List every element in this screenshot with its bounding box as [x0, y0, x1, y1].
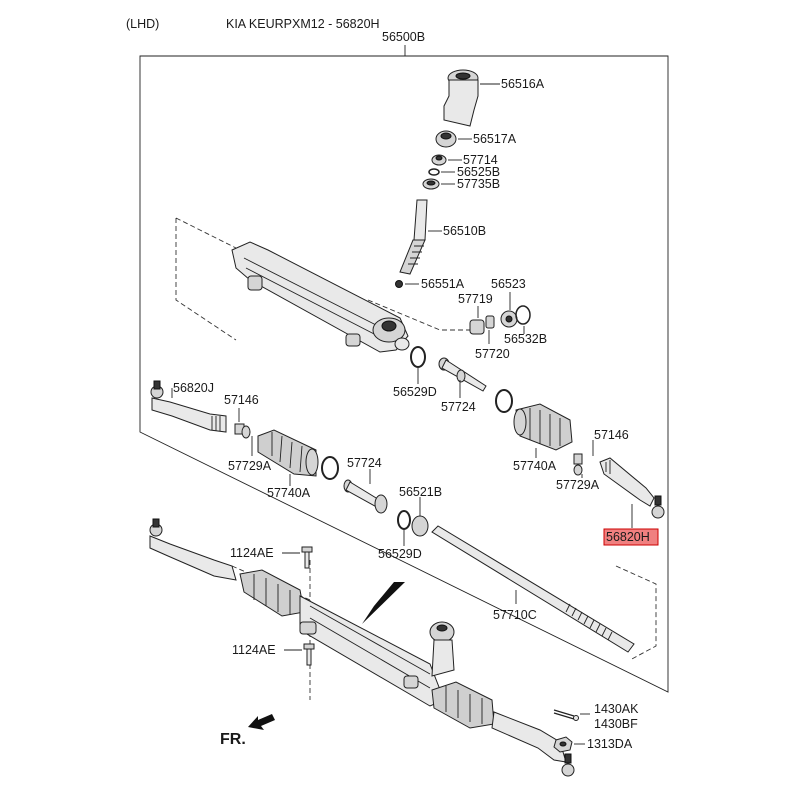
label-57146-left: 57146 [224, 393, 259, 407]
label-1430AK: 1430AK [594, 702, 639, 716]
label-57146-right: 57146 [594, 428, 629, 442]
label-56523: 56523 [491, 277, 526, 291]
label-56820J: 56820J [173, 381, 214, 395]
label-56510B: 56510B [443, 224, 486, 238]
label-57735B: 57735B [457, 177, 500, 191]
part-57714 [431, 154, 447, 166]
label-56820H[interactable]: 56820H [606, 530, 650, 544]
part-57710C [431, 525, 635, 653]
part-56820J [150, 380, 227, 433]
label-57740A-left: 57740A [267, 486, 311, 500]
label-57720: 57720 [475, 347, 510, 361]
label-56529D-lower: 56529D [378, 547, 422, 561]
label-56532B: 56532B [504, 332, 547, 346]
label-56551A: 56551A [421, 277, 465, 291]
part-57724-lower [343, 479, 388, 514]
part-1124AE-lower [303, 643, 315, 666]
part-56510B [399, 199, 428, 275]
front-indicator-label: FR. [220, 731, 246, 748]
label-57740A-right: 57740A [513, 459, 557, 473]
part-57735B [422, 178, 440, 190]
label-1313DA: 1313DA [587, 737, 633, 751]
label-1124AE-upper: 1124AE [230, 546, 274, 560]
label-57710C: 57710C [493, 608, 537, 622]
label-57729A-left: 57729A [228, 459, 272, 473]
part-56521B [411, 515, 429, 537]
part-56525B [428, 168, 440, 176]
label-56529D-upper: 56529D [393, 385, 437, 399]
part-57740A-right [513, 403, 573, 451]
label-56517A: 56517A [473, 132, 517, 146]
label-57729A-right: 57729A [556, 478, 600, 492]
part-57719 [469, 319, 485, 335]
label-56525B: 56525B [457, 165, 500, 179]
clamp-right-upper [495, 389, 513, 413]
label-57719: 57719 [458, 292, 493, 306]
label-56521B: 56521B [399, 485, 442, 499]
part-56517A [435, 130, 457, 148]
diagram-title: KIA KEURPXM12 - 56820H [226, 17, 380, 31]
part-1124AE-upper [301, 546, 313, 569]
label-1430BF: 1430BF [594, 717, 638, 731]
assembled-steering-gear [149, 518, 575, 777]
part-57740A-left [257, 429, 319, 477]
lhd-label: (LHD) [126, 17, 159, 31]
direction-pointer [362, 582, 405, 624]
rack-housing-upper [231, 241, 410, 353]
part-57729A-left [241, 425, 251, 439]
part-1313DA [553, 736, 573, 753]
label-57714: 57714 [463, 153, 498, 167]
part-56532B [515, 305, 531, 325]
label-57724-lower: 57724 [347, 456, 382, 470]
part-57724-upper [438, 357, 487, 392]
label-1124AE-lower: 1124AE [232, 643, 276, 657]
label-56500B: 56500B [382, 30, 425, 44]
guide-dashes-upper-left [175, 217, 470, 341]
part-57729A-right [573, 464, 583, 476]
assembly-frame [139, 55, 669, 693]
part-56820H [599, 457, 665, 519]
part-1430AK [553, 709, 579, 721]
part-56529D-upper [410, 346, 426, 368]
clamp-left-middle [321, 456, 339, 480]
part-57146-right [573, 453, 583, 465]
part-57720 [485, 315, 495, 329]
part-56529D-lower [397, 510, 411, 530]
part-56551A [395, 280, 403, 288]
part-56516A [443, 69, 479, 127]
label-57724-upper: 57724 [441, 400, 476, 414]
front-arrow-icon [248, 714, 275, 730]
highlight-56820H-box [603, 528, 659, 546]
part-56523 [500, 310, 518, 328]
label-56516A: 56516A [501, 77, 545, 91]
